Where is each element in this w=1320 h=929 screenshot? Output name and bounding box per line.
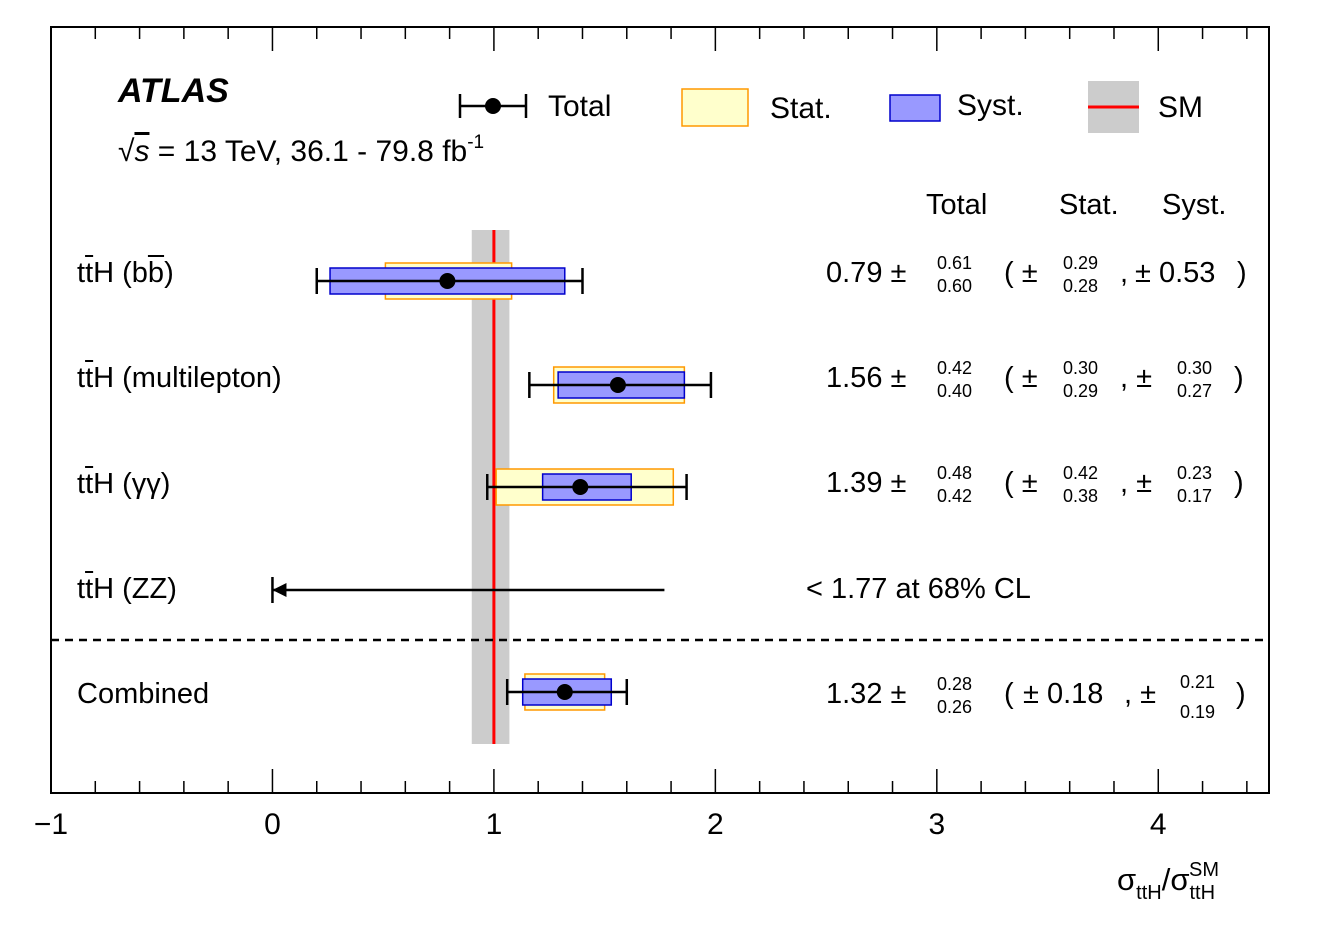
- legend-total-marker: [485, 98, 501, 114]
- central-value-1: [609, 377, 626, 393]
- paren-open-gammagamma: ( ±: [1004, 467, 1038, 499]
- paren-close-multilepton: ): [1234, 362, 1244, 394]
- syst-dn-gammagamma: 0.17: [1177, 486, 1213, 506]
- paren-close-gammagamma: ): [1234, 467, 1244, 499]
- central-value-4: [556, 684, 573, 700]
- experiment-label: ATLAS: [118, 72, 229, 110]
- paren-open-multilepton: ( ±: [1004, 362, 1038, 394]
- legend-sm-label: SM: [1158, 91, 1203, 124]
- energy-exponent: -1: [467, 132, 485, 153]
- x-axis-title: σttH/σttHSM: [1117, 859, 1220, 904]
- value-combined: 1.32 ±: [826, 678, 907, 710]
- column-header-total: Total: [926, 189, 988, 221]
- comma-gammagamma: , ±: [1120, 467, 1153, 499]
- legend-syst-label: Syst.: [957, 89, 1024, 122]
- central-value-2: [572, 479, 589, 495]
- paren-open-bb: ( ±: [1004, 257, 1038, 289]
- energy-label: √s = 13 TeV, 36.1 - 79.8 fb-1: [118, 132, 485, 169]
- stat-up-bb: 0.29: [1063, 253, 1099, 273]
- x-tick-label-5: 4: [1149, 808, 1167, 841]
- comma-multilepton: , ±: [1120, 362, 1153, 394]
- value-multilepton: 1.56 ±: [826, 362, 907, 394]
- central-value-0: [439, 273, 456, 289]
- syst-up-gammagamma: 0.23: [1177, 463, 1213, 483]
- legend-marks: [458, 81, 1139, 133]
- stat-dn-multilepton: 0.29: [1063, 381, 1099, 401]
- measurement-marks: [271, 262, 713, 711]
- total-dn-gammagamma: 0.42: [937, 486, 973, 506]
- plot-frame: [50, 26, 1270, 794]
- syst-up-combined: 0.21: [1180, 672, 1216, 692]
- row-label-bb: ttH (bb): [77, 257, 174, 289]
- x-tick-label-4: 3: [928, 808, 946, 841]
- legend-stat-label: Stat.: [770, 92, 832, 125]
- total-up-combined: 0.28: [937, 674, 973, 694]
- column-header-stat: Stat.: [1059, 189, 1119, 221]
- paren-close-bb: ): [1237, 257, 1247, 289]
- stat-dn-bb: 0.28: [1063, 276, 1099, 296]
- sqrt-symbol: √: [118, 135, 135, 168]
- x-tick-label-1: 0: [264, 808, 281, 841]
- total-up-multilepton: 0.42: [937, 358, 973, 378]
- row-label-combined: Combined: [77, 678, 210, 710]
- column-header-syst: Syst.: [1162, 189, 1227, 221]
- stat-combined: ± 0.18: [1023, 678, 1104, 710]
- syst-dn-multilepton: 0.27: [1177, 381, 1213, 401]
- total-up-gammagamma: 0.48: [937, 463, 973, 483]
- row-label-multilepton: ttH (multilepton): [77, 362, 282, 394]
- limit-arrow-3: [272, 583, 287, 597]
- energy-text: = 13 TeV, 36.1 - 79.8 fb: [149, 135, 468, 168]
- total-up-bb: 0.61: [937, 253, 973, 273]
- total-dn-combined: 0.26: [937, 697, 973, 717]
- x-tick-label-3: 2: [707, 808, 724, 841]
- total-dn-bb: 0.60: [937, 276, 973, 296]
- legend-stat-box: [681, 88, 749, 127]
- syst-bb: ± 0.53: [1135, 257, 1216, 289]
- total-dn-multilepton: 0.40: [937, 381, 973, 401]
- limit-zz: < 1.77 at 68% CL: [806, 573, 1031, 605]
- syst-dn-combined: 0.19: [1180, 702, 1216, 722]
- legend-total-label: Total: [548, 90, 612, 123]
- paren-close-combined: ): [1236, 678, 1246, 710]
- stat-dn-gammagamma: 0.38: [1063, 486, 1099, 506]
- paren-open-combined: (: [1004, 678, 1014, 710]
- stat-up-gammagamma: 0.42: [1063, 463, 1099, 483]
- value-bb: 0.79 ±: [826, 257, 907, 289]
- value-gammagamma: 1.39 ±: [826, 467, 907, 499]
- energy-symbol: s: [134, 135, 150, 168]
- comma-bb: ,: [1120, 257, 1129, 289]
- row-label-gammagamma: ttH (γγ): [77, 468, 171, 500]
- stat-up-multilepton: 0.30: [1063, 358, 1099, 378]
- comma-combined: , ±: [1124, 678, 1157, 710]
- legend-syst-box: [889, 94, 941, 122]
- axis-ticks: [50, 27, 1248, 793]
- x-tick-label-2: 1: [485, 808, 503, 841]
- row-label-zz: ttH (ZZ): [77, 573, 177, 605]
- x-tick-label-0: −1: [33, 808, 69, 841]
- syst-up-multilepton: 0.30: [1177, 358, 1213, 378]
